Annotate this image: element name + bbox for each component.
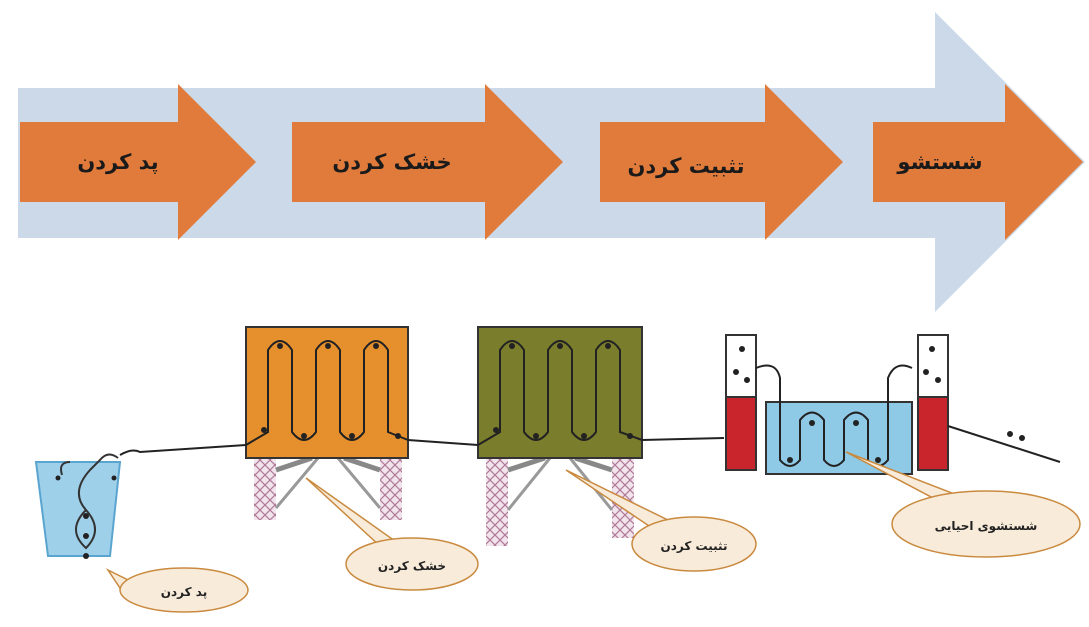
step-label-dry: خشک کردن [332,150,452,174]
step-label-fix: تثبیت کردن [627,154,745,178]
process-flow [18,12,1085,312]
step-label-wash: شستشو [897,150,983,174]
step-arrow-3 [600,84,843,240]
callout-dryer [305,477,479,591]
callout-pad [105,567,249,613]
callout-label-fix: تثبیت کردن [660,539,728,553]
callout-label-pad: پد کردن [160,585,208,599]
fixer-leg-left [486,458,508,546]
exit-fabric-line [947,425,1061,463]
dryer-fabric-path [245,340,409,446]
step-arrow-4 [873,84,1083,240]
wash-fabric-path [755,364,913,467]
pad-trough [34,461,122,557]
fixer-fabric-path [477,340,643,446]
wash-column-left-top [725,334,757,398]
dryer-box [245,326,409,459]
step-arrow-1 [20,84,256,240]
callout-label-wash: شستشوی احیایی [934,519,1038,533]
step-arrow-2 [292,84,563,240]
fabric-line [119,437,725,456]
machine-illustration [34,326,1081,613]
step-label-pad: پد کردن [77,150,159,174]
wash-column-right-top [917,334,949,398]
wash-column-left [725,396,757,471]
pad-fabric-path [60,453,119,550]
wash-column-right [917,396,949,471]
callout-fixer [565,469,757,572]
callout-label-dry: خشک کردن [377,559,447,573]
callout-wash [845,451,1081,558]
dryer-leg-right [380,458,402,520]
dryer-leg-left [254,458,276,520]
wash-tank [765,401,913,475]
